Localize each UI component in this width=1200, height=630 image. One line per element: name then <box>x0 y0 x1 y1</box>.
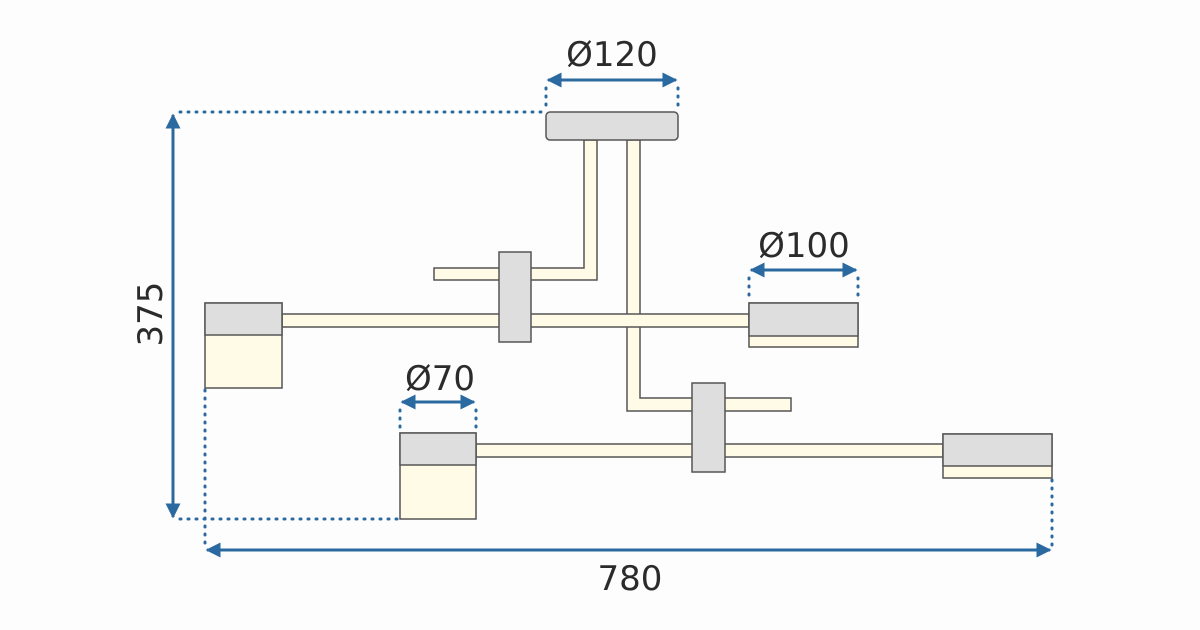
shade-upper-right <box>748 302 859 348</box>
lower-clamp <box>691 382 726 473</box>
shade-lower-right <box>942 433 1053 479</box>
shade-upper-left <box>204 302 283 389</box>
upper-clamp <box>498 251 532 343</box>
canopy-diameter-label: Ø120 <box>566 35 658 75</box>
upper-rod-right <box>626 139 792 412</box>
ceiling-canopy <box>545 111 679 141</box>
extension-lines <box>178 86 1054 552</box>
large-shade-diameter-label: Ø100 <box>758 226 850 266</box>
shade-lower-left <box>399 432 477 520</box>
width-label: 780 <box>598 559 663 599</box>
small-shade-diameter-label: Ø70 <box>405 359 475 399</box>
height-label: 375 <box>131 282 171 347</box>
lamp-rods <box>281 139 944 458</box>
